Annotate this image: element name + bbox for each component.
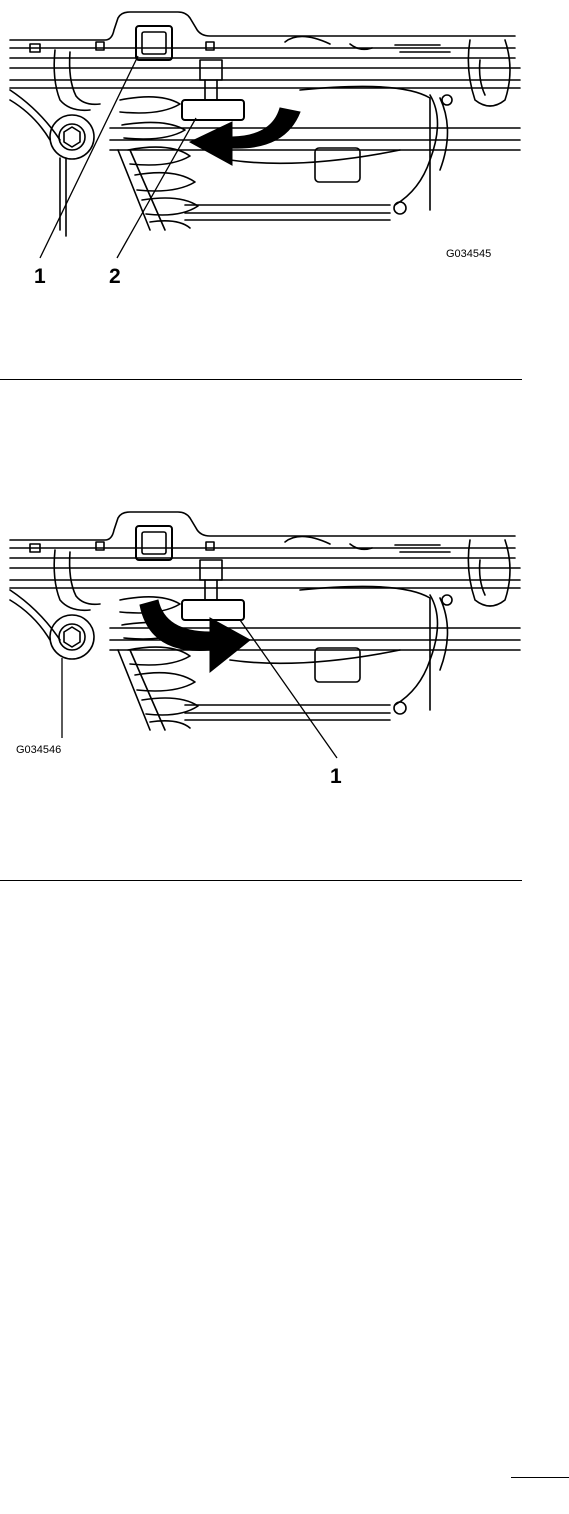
figure-2: 1 G034546 — [0, 500, 569, 800]
figure-1-illustration: 1 2 G034545 — [0, 0, 569, 300]
callout-2: 2 — [109, 265, 121, 288]
section-divider — [0, 379, 522, 380]
figure-id: G034545 — [446, 248, 491, 260]
section-divider — [0, 880, 522, 881]
figure-2-illustration: 1 G034546 — [0, 500, 569, 800]
callout-1: 1 — [34, 265, 46, 288]
callout-1: 1 — [330, 765, 342, 788]
figure-1: 1 2 G034545 — [0, 0, 569, 300]
figure-id: G034546 — [16, 744, 61, 756]
footer-rule — [511, 1477, 569, 1478]
